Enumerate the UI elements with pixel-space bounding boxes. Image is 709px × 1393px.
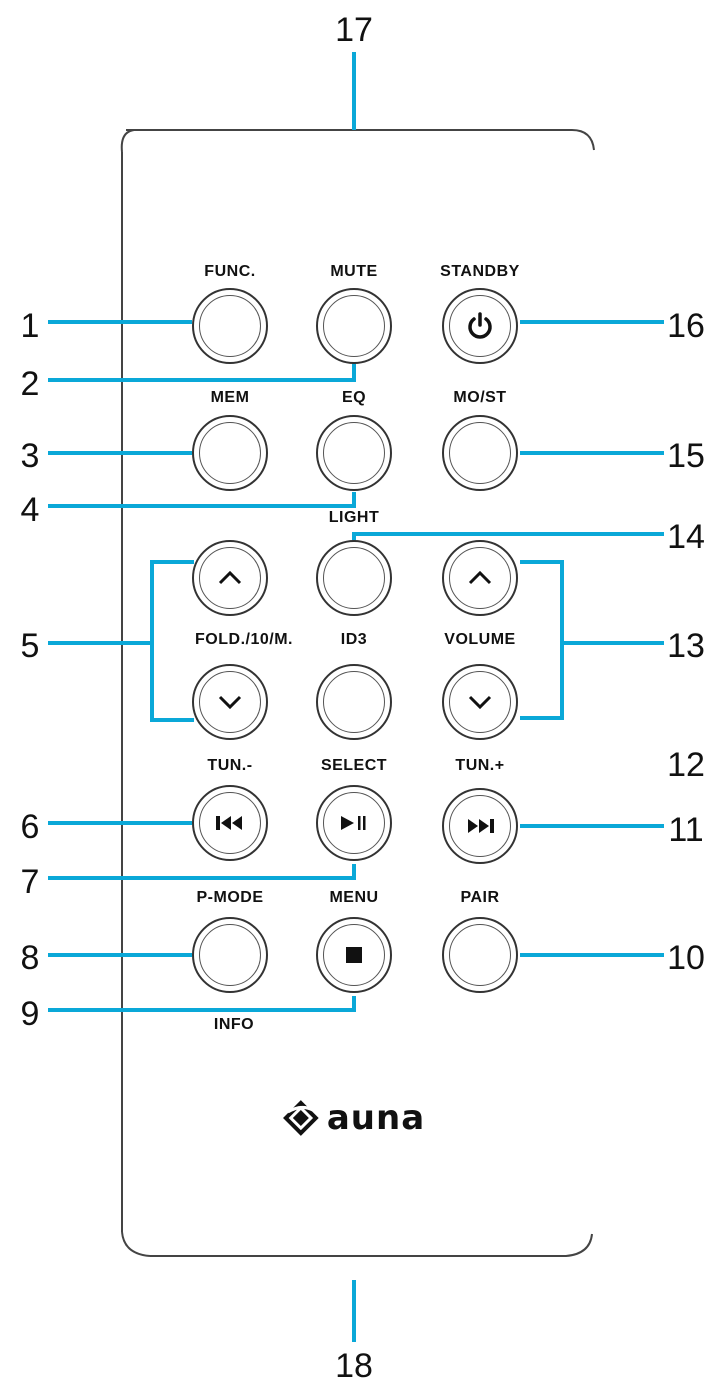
light-button[interactable] [316,540,392,616]
fold-down-button[interactable] [192,664,268,740]
callout-8: 8 [20,939,40,977]
leader-14 [352,532,664,548]
callout-16: 16 [667,307,705,345]
skip-forward-icon [468,819,494,833]
leader-13-bracket [520,560,564,720]
most-button[interactable] [442,415,518,491]
callout-17: 17 [335,11,373,49]
fold-up-button[interactable] [192,540,268,616]
brand-logo: auna [283,1098,425,1138]
volume-up-button[interactable] [442,540,518,616]
skip-back-icon [216,816,242,830]
label-tun-plus: TUN.+ [455,757,505,774]
remote-outline [121,129,595,1257]
pair-button[interactable] [442,917,518,993]
callout-5: 5 [20,627,40,665]
chevron-up-icon [468,570,492,585]
callout-3: 3 [20,437,40,475]
mem-button[interactable] [192,415,268,491]
callout-6: 6 [20,808,40,846]
label-id3: ID3 [340,631,368,648]
id3-button[interactable] [316,664,392,740]
callout-10: 10 [667,939,705,977]
pmode-button[interactable] [192,917,268,993]
callout-12: 12 [667,746,705,784]
label-func: FUNC. [204,263,256,280]
label-mem: MEM [210,389,250,406]
label-mute: MUTE [330,263,378,280]
label-pmode: P-MODE [196,889,264,906]
brand-name: auna [326,1098,426,1138]
label-select: SELECT [320,757,388,774]
label-most: MO/ST [453,389,507,406]
chevron-down-icon [218,695,242,710]
leader-9 [48,996,356,1012]
tun-plus-button[interactable] [442,788,518,864]
stop-icon [346,947,362,963]
callout-14: 14 [667,518,705,556]
callout-11: 11 [668,811,704,849]
mute-button[interactable] [316,288,392,364]
label-fold: FOLD./10/M. [195,631,293,648]
menu-stop-button[interactable] [316,917,392,993]
label-menu: MENU [329,889,379,906]
label-light: LIGHT [328,509,380,526]
label-info: INFO [213,1016,255,1033]
callout-18: 18 [335,1347,373,1385]
chevron-up-icon [218,570,242,585]
volume-down-button[interactable] [442,664,518,740]
select-play-pause-button[interactable] [316,785,392,861]
callout-1: 1 [20,307,40,345]
leader-4 [48,492,356,508]
callout-15: 15 [667,437,705,475]
callout-4: 4 [20,491,40,529]
diamond-swoosh-logo [283,1100,319,1136]
func-button[interactable] [192,288,268,364]
label-eq: EQ [341,389,367,406]
label-standby: STANDBY [440,263,520,280]
eq-button[interactable] [316,415,392,491]
leader-5-bracket [150,560,194,722]
label-tun-minus: TUN.- [207,757,253,774]
remote-outline-corner [120,129,135,153]
label-pair: PAIR [460,889,500,906]
tun-minus-button[interactable] [192,785,268,861]
callout-9: 9 [20,995,40,1033]
callout-13: 13 [667,627,705,665]
callout-2: 2 [20,365,40,403]
chevron-down-icon [468,695,492,710]
label-volume: VOLUME [444,631,516,648]
play-pause-icon [341,816,366,830]
callout-7: 7 [20,863,40,901]
leader-2 [48,363,356,382]
power-icon [468,312,492,339]
leader-7 [48,864,356,880]
standby-button[interactable] [442,288,518,364]
